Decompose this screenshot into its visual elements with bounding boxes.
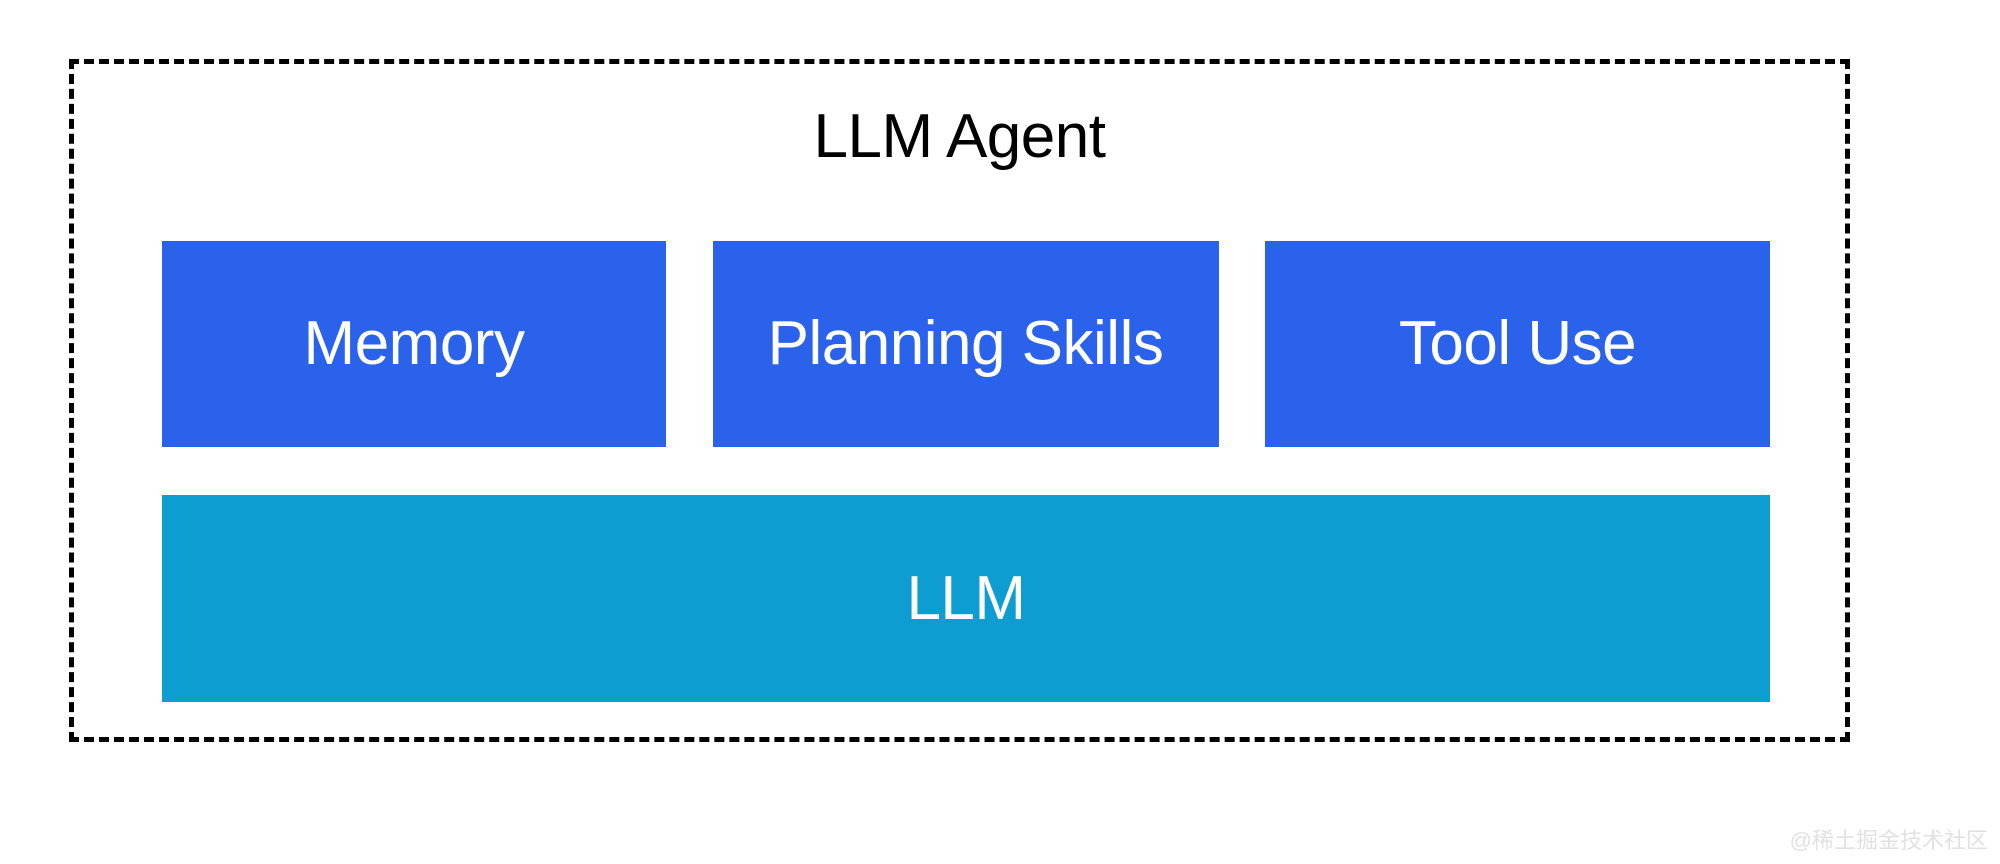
- capability-row: Memory Planning Skills Tool Use: [162, 241, 1770, 447]
- page-title: LLM Agent: [813, 102, 1106, 171]
- capability-box-planning-skills[interactable]: Planning Skills: [712, 241, 1219, 447]
- capability-label-memory: Memory: [303, 309, 525, 378]
- capability-box-memory[interactable]: Memory: [162, 241, 666, 447]
- capability-label-planning-skills: Planning Skills: [767, 309, 1164, 378]
- capability-label-tool-use: Tool Use: [1398, 309, 1637, 378]
- capability-box-tool-use[interactable]: Tool Use: [1265, 241, 1770, 447]
- watermark-text: @稀土掘金技术社区: [1789, 828, 1988, 853]
- llm-agent-container: LLM Agent Memory Planning Skills Tool Us…: [69, 59, 1850, 742]
- foundation-box-llm[interactable]: LLM: [162, 495, 1770, 702]
- foundation-label-llm: LLM: [906, 563, 1026, 633]
